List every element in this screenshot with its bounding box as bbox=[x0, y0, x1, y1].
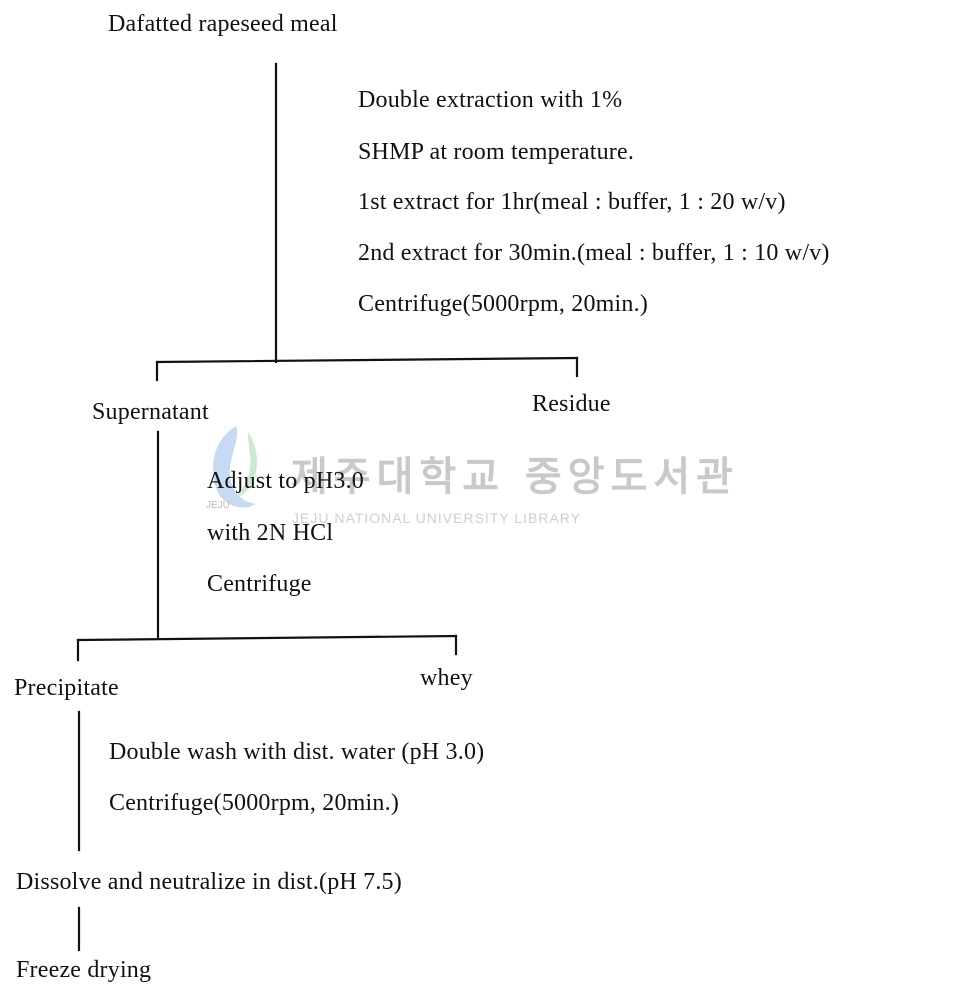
extraction-line-1: Double extraction with 1% bbox=[358, 87, 623, 113]
connector-split-horizontal bbox=[155, 356, 579, 364]
acidify-line-3: Centrifuge bbox=[207, 571, 312, 597]
supernatant-label: Supernatant bbox=[92, 399, 209, 425]
watermark-abbr: JEJU bbox=[206, 500, 230, 511]
connector-split2-horizontal bbox=[76, 634, 458, 642]
dissolve-step: Dissolve and neutralize in dist.(pH 7.5) bbox=[16, 869, 402, 895]
final-step: Freeze drying bbox=[16, 957, 152, 983]
watermark-english-text: JEJU NATIONAL UNIVERSITY LIBRARY bbox=[292, 510, 581, 526]
extraction-line-2: SHMP at room temperature. bbox=[358, 139, 635, 165]
precipitate-label: Precipitate bbox=[14, 675, 119, 701]
extraction-line-5: Centrifuge(5000rpm, 20min.) bbox=[358, 291, 649, 317]
wash-line-2: Centrifuge(5000rpm, 20min.) bbox=[109, 790, 400, 816]
acidify-line-2: with 2N HCl bbox=[207, 520, 334, 546]
wash-line-1: Double wash with dist. water (pH 3.0) bbox=[109, 739, 485, 765]
extraction-line-3: 1st extract for 1hr(meal : buffer, 1 : 2… bbox=[358, 189, 786, 215]
extraction-line-4: 2nd extract for 30min.(meal : buffer, 1 … bbox=[358, 240, 830, 266]
university-logo-icon bbox=[212, 426, 257, 508]
library-watermark: JEJU 제주대학교 중앙도서관 JEJU NATIONAL UNIVERSIT… bbox=[196, 418, 733, 528]
start-material: Dafatted rapeseed meal bbox=[108, 11, 338, 37]
whey-label: whey bbox=[420, 665, 473, 691]
residue-label: Residue bbox=[532, 391, 611, 417]
watermark-korean-text: 제주대학교 중앙도서관 bbox=[291, 454, 739, 500]
acidify-line-1: Adjust to pH3.0 bbox=[207, 468, 365, 494]
